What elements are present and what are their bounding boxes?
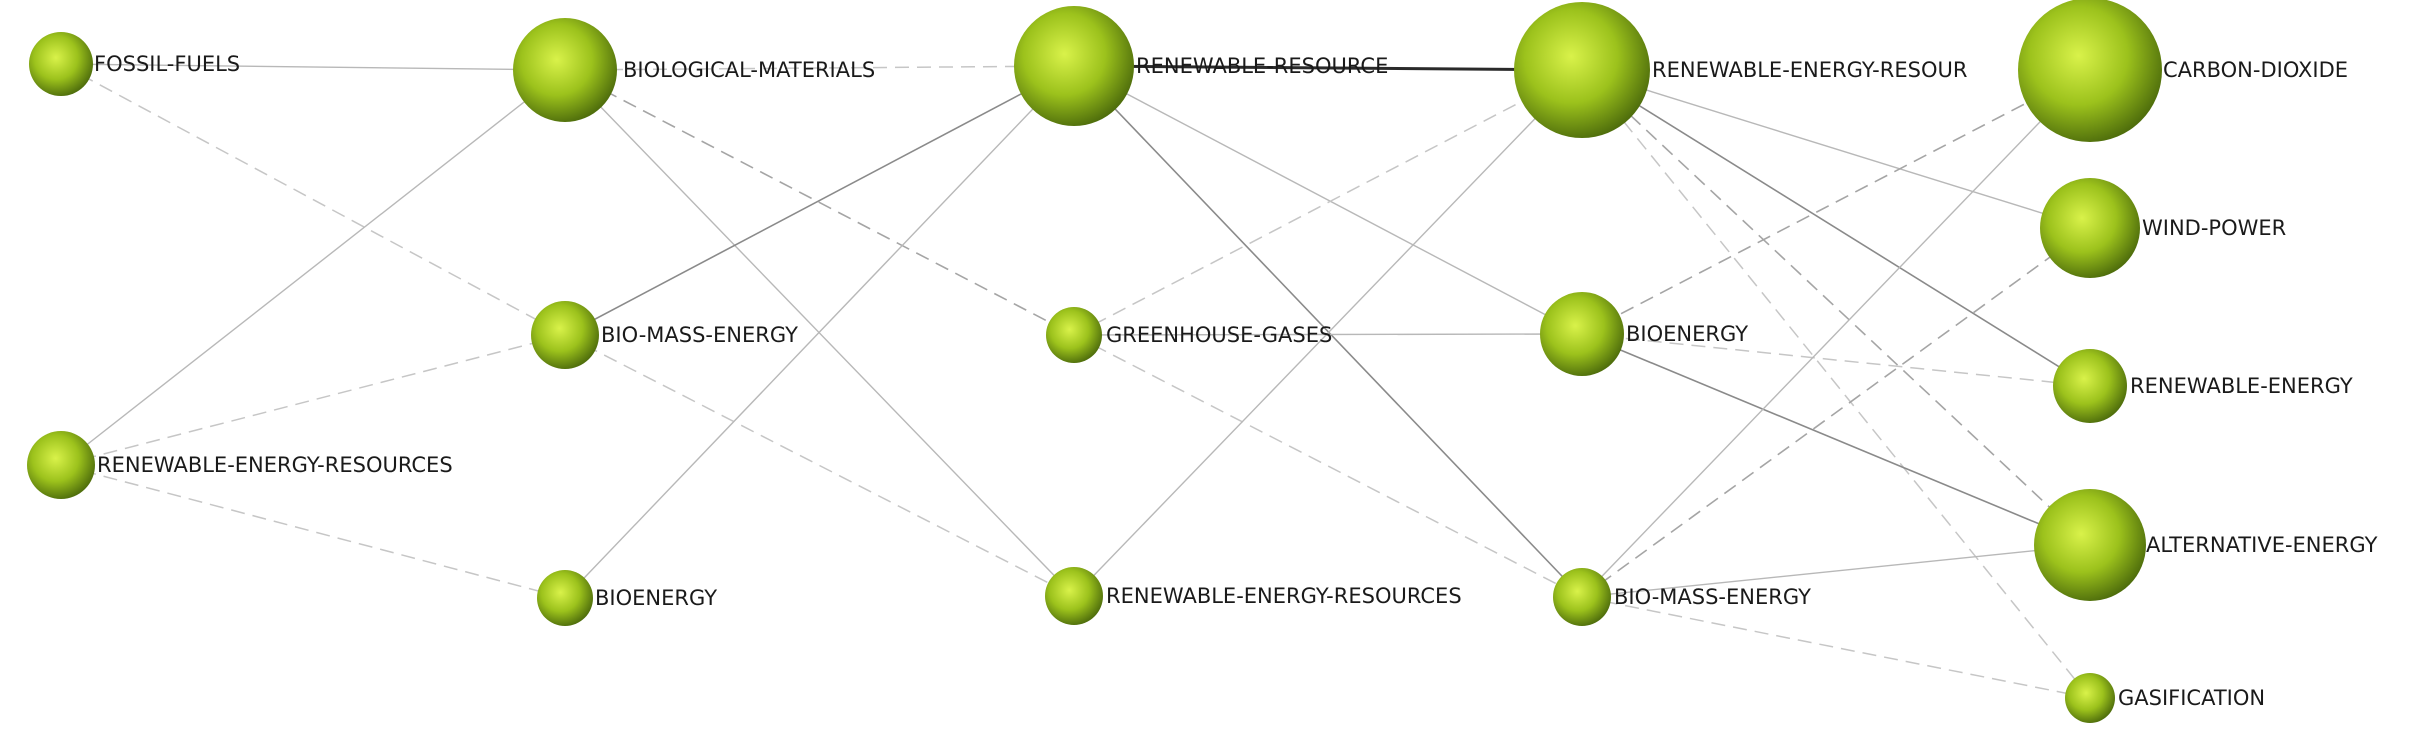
node-circle[interactable] — [1045, 567, 1103, 625]
node-circle[interactable] — [2053, 349, 2127, 423]
node-circle[interactable] — [2065, 673, 2115, 723]
node-circle[interactable] — [2034, 489, 2146, 601]
node-label: BIOENERGY — [1626, 322, 1748, 346]
node-label: BIOENERGY — [595, 586, 717, 610]
graph-node-c3-rer[interactable]: RENEWABLE-ENERGY-RESOURCES — [1045, 567, 1462, 625]
edge-c4-bioenergy-to-c5-co2 — [1581, 69, 2091, 335]
edge-c2-biomass-to-c3-renres — [564, 65, 1075, 336]
edge-c3-ghg-to-c4-biomass — [1073, 334, 1583, 598]
node-circle[interactable] — [537, 570, 593, 626]
graph-node-c5-co2[interactable]: CARBON-DIOXIDE — [2018, 0, 2348, 142]
node-label: BIO-MASS-ENERGY — [601, 323, 798, 347]
node-label: GASIFICATION — [2118, 686, 2265, 710]
edge-c4-rer-to-c5-alt — [1581, 69, 2091, 546]
edge-c3-renres-to-c4-bioenergy — [1073, 65, 1583, 335]
node-circle[interactable] — [1540, 292, 1624, 376]
node-label: CARBON-DIOXIDE — [2163, 58, 2348, 82]
node-circle[interactable] — [29, 32, 93, 96]
graph-node-c1-fossil[interactable]: FOSSIL-FUELS — [29, 32, 240, 96]
nodes-layer: FOSSIL-FUELS RENEWABLE-ENERGY-RESOURCES BI… — [27, 0, 2378, 723]
graph-node-c2-biomat[interactable]: BIOLOGICAL-MATERIALS — [513, 18, 875, 122]
edge-c4-biomass-to-c5-gasif — [1581, 596, 2091, 699]
node-circle[interactable] — [1553, 568, 1611, 626]
edge-c2-bioenergy-to-c3-renres — [564, 65, 1075, 599]
node-circle[interactable] — [531, 301, 599, 369]
graph-node-c5-renergy[interactable]: RENEWABLE-ENERGY — [2053, 349, 2353, 423]
node-circle[interactable] — [2018, 0, 2162, 142]
edge-c1-rer-to-c2-biomat — [60, 69, 566, 466]
graph-node-c3-renres[interactable]: RENEWABLE-RESOURCE — [1014, 6, 1388, 126]
node-circle[interactable] — [27, 431, 95, 499]
node-circle[interactable] — [513, 18, 617, 122]
node-label: BIO-MASS-ENERGY — [1614, 585, 1811, 609]
edge-c2-biomass-to-c3-rer — [564, 334, 1075, 597]
node-label: FOSSIL-FUELS — [94, 52, 240, 76]
node-label: RENEWABLE-ENERGY-RESOURCES — [97, 453, 453, 477]
node-label: BIOLOGICAL-MATERIALS — [623, 58, 875, 82]
edge-c3-renres-to-c4-biomass — [1073, 65, 1583, 598]
edge-c4-biomass-to-c5-co2 — [1581, 69, 2091, 598]
edge-c4-rer-to-c5-gasif — [1581, 69, 2091, 699]
graph-node-c5-wind[interactable]: WIND-POWER — [2040, 178, 2286, 278]
node-label: RENEWABLE-ENERGY-RESOURCES — [1106, 584, 1462, 608]
node-circle[interactable] — [1046, 307, 1102, 363]
edge-c1-fossil-to-c2-biomat — [60, 63, 566, 71]
node-circle[interactable] — [2040, 178, 2140, 278]
edge-c1-rer-to-c2-bioenergy — [60, 464, 566, 599]
edge-c3-ghg-to-c4-rer — [1073, 69, 1583, 336]
graph-node-c5-alt[interactable]: ALTERNATIVE-ENERGY — [2034, 489, 2378, 601]
node-label: RENEWABLE-ENERGY-RESOUR — [1652, 58, 1967, 82]
edge-c2-biomat-to-c3-ghg — [564, 69, 1075, 336]
graph-node-c3-ghg[interactable]: GREENHOUSE-GASES — [1046, 307, 1332, 363]
graph-node-c2-biomass[interactable]: BIO-MASS-ENERGY — [531, 301, 798, 369]
node-label: RENEWABLE-RESOURCE — [1136, 54, 1388, 78]
graph-node-c4-rer[interactable]: RENEWABLE-ENERGY-RESOUR — [1514, 2, 1967, 138]
edge-c4-biomass-to-c5-wind — [1581, 227, 2091, 598]
graph-node-c4-biomass[interactable]: BIO-MASS-ENERGY — [1553, 568, 1811, 626]
graph-node-c2-bioenergy[interactable]: BIOENERGY — [537, 570, 717, 626]
edge-c1-rer-to-c2-biomass — [60, 334, 566, 466]
edge-c4-rer-to-c5-renergy — [1581, 69, 2091, 387]
node-circle[interactable] — [1014, 6, 1134, 126]
node-label: GREENHOUSE-GASES — [1106, 323, 1332, 347]
node-label: ALTERNATIVE-ENERGY — [2146, 533, 2378, 557]
node-label: RENEWABLE-ENERGY — [2130, 374, 2353, 398]
edge-c1-fossil-to-c2-biomass — [60, 63, 566, 336]
edges-layer — [60, 63, 2091, 699]
edge-c4-biomass-to-c5-alt — [1581, 544, 2091, 598]
edge-c3-rer-to-c4-rer — [1073, 69, 1583, 597]
edge-c4-bioenergy-to-c5-alt — [1581, 333, 2091, 546]
edge-c3-renres-to-c4-rer — [1073, 64, 1583, 72]
graph-node-c5-gasif[interactable]: GASIFICATION — [2065, 673, 2265, 723]
node-circle[interactable] — [1514, 2, 1650, 138]
edge-c3-ghg-to-c4-bioenergy — [1073, 333, 1583, 336]
graph-node-c1-rer[interactable]: RENEWABLE-ENERGY-RESOURCES — [27, 431, 453, 499]
edge-c4-rer-to-c5-wind — [1581, 69, 2091, 229]
graph-node-c4-bioenergy[interactable]: BIOENERGY — [1540, 292, 1748, 376]
edge-c2-biomat-to-c3-renres — [564, 65, 1075, 71]
edge-c4-bioenergy-to-c5-renergy — [1581, 333, 2091, 387]
node-label: WIND-POWER — [2142, 216, 2286, 240]
